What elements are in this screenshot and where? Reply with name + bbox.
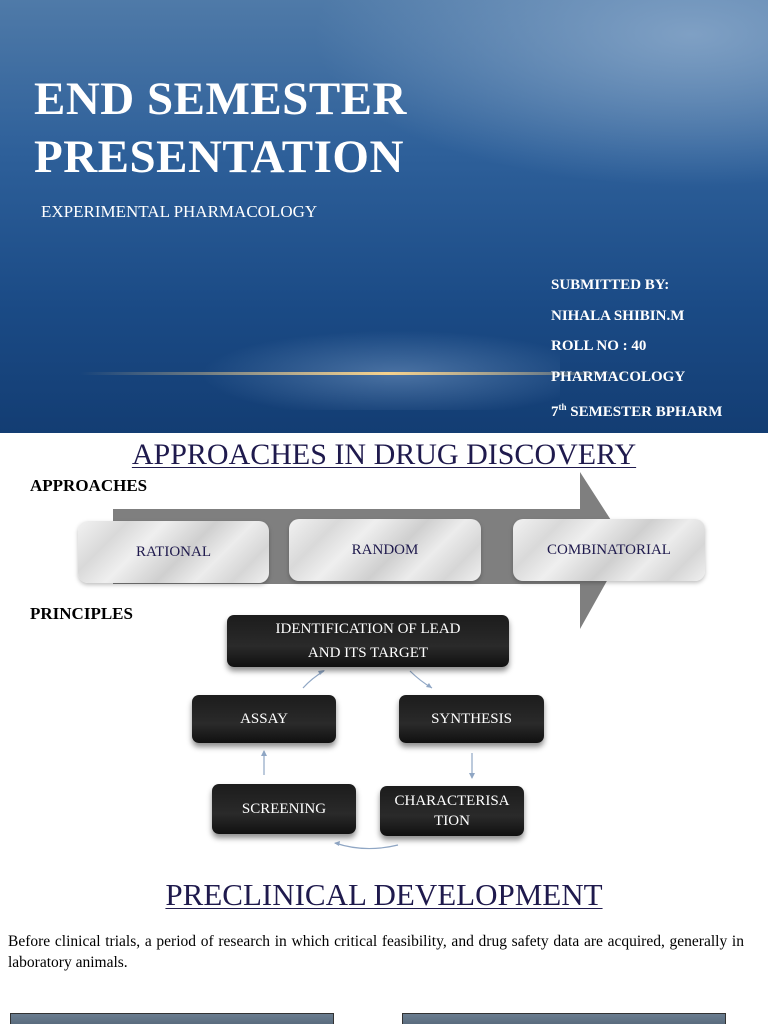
preclinical-slide: PRECLINICAL DEVELOPMENT Before clinical … <box>0 863 768 1024</box>
presentation-subtitle: EXPERIMENTAL PHARMACOLOGY <box>41 202 318 221</box>
light-glow <box>200 330 560 410</box>
cycle-arrowheads <box>261 670 475 846</box>
step-identification-line-1: IDENTIFICATION OF LEAD <box>275 621 461 637</box>
title-line-2: PRESENTATION <box>34 131 404 183</box>
image-placeholder-right <box>402 1013 726 1024</box>
semester-text: SEMESTER BPHARM <box>566 404 723 420</box>
image-placeholder-left <box>10 1013 334 1024</box>
step-identification-line-2: AND ITS TARGET <box>307 645 429 661</box>
approaches-slide: APPROACHES IN DRUG DISCOVERY APPROACHES … <box>0 433 768 863</box>
slide-body-text: Before clinical trials, a period of rese… <box>8 933 744 971</box>
step-characterisation: CHARACTERISA TION <box>380 786 524 836</box>
step-assay: ASSAY <box>192 695 336 743</box>
title-line-1: END SEMESTER <box>34 73 407 125</box>
submitted-by-label: SUBMITTED BY: <box>551 277 670 293</box>
title-slide: END SEMESTER PRESENTATION EXPERIMENTAL P… <box>0 0 768 433</box>
approach-random: RANDOM <box>289 519 481 581</box>
slide-title: PRECLINICAL DEVELOPMENT <box>0 877 768 913</box>
slide-title-text: APPROACHES IN DRUG DISCOVERY <box>131 438 637 471</box>
roll-number: ROLL NO : 40 <box>551 338 647 354</box>
submitter-name: NIHALA SHIBIN.M <box>551 307 685 324</box>
step-synthesis: SYNTHESIS <box>399 695 544 743</box>
semester-suffix: th <box>558 402 567 412</box>
approaches-label: APPROACHES <box>30 476 148 495</box>
submitter-info: SUBMITTED BY: NIHALA SHIBIN.M ROLL NO : … <box>551 274 722 427</box>
presentation-title: END SEMESTER PRESENTATION <box>34 70 407 186</box>
approach-combinatorial: COMBINATORIAL <box>513 519 705 581</box>
semester: 7th SEMESTER BPHARM <box>551 396 722 427</box>
step-screening: SCREENING <box>212 784 356 834</box>
approach-rational: RATIONAL <box>78 521 269 583</box>
slide-title: APPROACHES IN DRUG DISCOVERY <box>0 438 768 472</box>
principles-label: PRINCIPLES <box>30 604 133 623</box>
semester-number: 7 <box>551 404 559 420</box>
department: PHARMACOLOGY <box>551 368 686 385</box>
step-characterisation-line-2: TION <box>434 813 470 829</box>
slide-title-text: PRECLINICAL DEVELOPMENT <box>165 877 603 912</box>
arrow-characterisation-to-screening <box>334 842 399 850</box>
light-streak <box>80 372 640 375</box>
step-identification-of-lead: IDENTIFICATION OF LEAD AND ITS TARGET <box>227 615 509 667</box>
step-characterisation-line-1: CHARACTERISA <box>394 793 510 809</box>
